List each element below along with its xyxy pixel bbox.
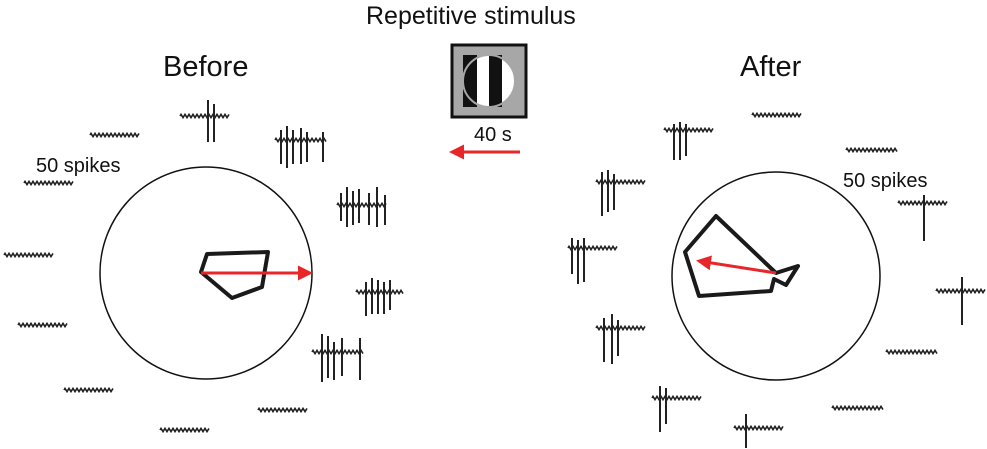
before-spike-traces <box>3 100 404 434</box>
spike-trace <box>274 126 327 168</box>
spike-trace <box>885 348 938 356</box>
spike-trace <box>845 146 898 154</box>
spike-trace <box>257 406 308 414</box>
after-preferred-vector <box>696 255 777 275</box>
spike-trace <box>355 278 404 316</box>
spike-trace <box>311 334 364 382</box>
spike-trace <box>3 251 54 259</box>
spike-trace <box>567 238 618 284</box>
before-scale-label: 50 spikes <box>36 155 121 177</box>
stimulus-icon <box>450 43 528 119</box>
spike-trace <box>935 277 986 325</box>
spike-trace <box>159 426 210 434</box>
spike-trace <box>831 404 884 412</box>
before-polar-plot <box>99 166 313 380</box>
spike-trace <box>897 195 948 241</box>
after-label: After <box>740 51 802 83</box>
stimulus-duration-label: 40 s <box>474 124 512 146</box>
before-tuning-curve <box>199 250 270 300</box>
spike-trace <box>595 170 646 216</box>
spike-trace <box>595 314 646 364</box>
after-scale-label: 50 spikes <box>843 170 928 192</box>
after-polar-plot <box>671 171 881 381</box>
spike-trace <box>663 122 714 160</box>
spike-trace <box>733 414 784 448</box>
spike-trace <box>63 386 114 394</box>
after-spike-traces <box>567 111 986 448</box>
figure-title: Repetitive stimulus <box>366 2 576 30</box>
spike-trace <box>89 131 140 139</box>
spike-trace <box>751 111 802 119</box>
spike-trace <box>179 100 230 142</box>
before-label: Before <box>163 51 249 83</box>
spike-trace <box>23 179 74 187</box>
spike-trace <box>336 187 387 227</box>
spike-trace <box>651 386 702 432</box>
after-tuning-curve <box>683 214 800 298</box>
spike-trace <box>17 321 68 329</box>
